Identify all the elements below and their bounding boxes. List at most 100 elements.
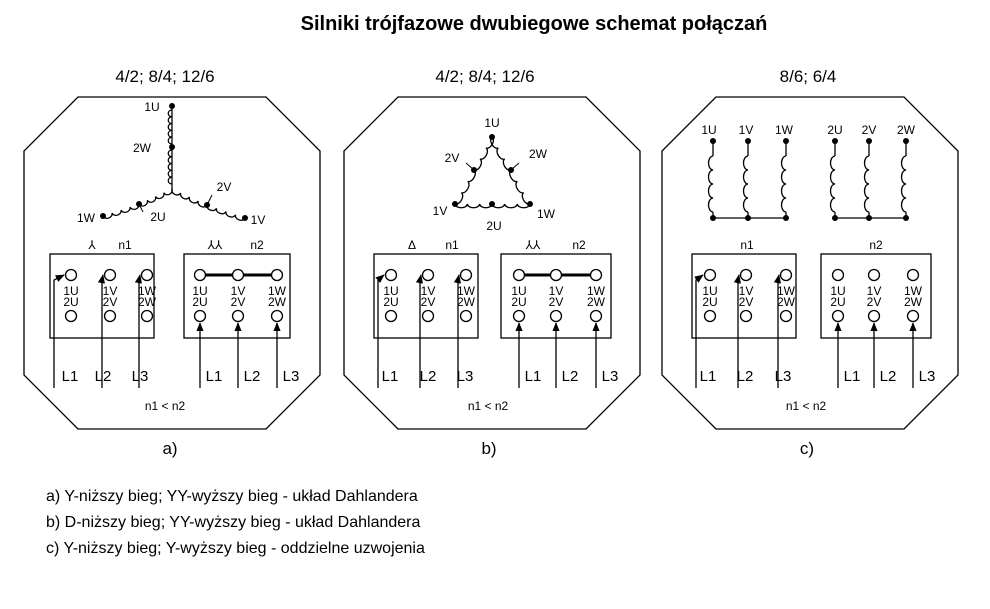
line-label: L3 <box>775 368 792 385</box>
feed-line <box>733 274 741 388</box>
panel-a-caption: a) <box>162 439 177 458</box>
winding-coil <box>454 169 477 205</box>
terminal-bottom <box>831 309 845 323</box>
winding-coil <box>102 203 140 220</box>
terminal-label-bottom: 2V <box>231 295 246 309</box>
terminal-bottom <box>231 309 245 323</box>
feed-line <box>134 274 142 388</box>
terminal-bottom <box>421 309 435 323</box>
terminal-label-top: 1W <box>268 284 287 298</box>
connection-symbol: ⅄⅄ <box>525 238 541 252</box>
winding-label: 2V <box>862 123 877 137</box>
panel-a: 4/2; 8/4; 12/6 a) n1 < n2 1U 2W 2V 1W 2U… <box>23 67 321 458</box>
winding-label: 2W <box>133 141 152 155</box>
line-label: L2 <box>420 368 437 385</box>
panel-c: 8/6; 6/4 c) n1 < n2 1U 1V 1W 2U 2V 2W n1… <box>661 67 959 458</box>
line-label: L1 <box>206 368 223 385</box>
terminal-dot <box>710 138 716 144</box>
terminal-top <box>779 268 793 282</box>
wire <box>206 194 213 206</box>
terminal-dot <box>242 215 248 221</box>
line-label: L3 <box>283 368 300 385</box>
terminal-top <box>459 268 473 282</box>
legend: a) Y-niższy bieg; YY-wyższy bieg - układ… <box>46 484 425 562</box>
terminal-dot <box>866 138 872 144</box>
winding-label: 2V <box>445 151 460 165</box>
terminal-label-top: 1U <box>511 284 526 298</box>
winding-label: 2U <box>150 210 165 224</box>
terminal-bottom <box>64 309 78 323</box>
terminal-bottom <box>459 309 473 323</box>
terminal-box <box>183 253 291 339</box>
terminal-top <box>231 268 245 282</box>
panel-b-spec: 4/2; 8/4; 12/6 <box>435 67 534 86</box>
terminal-dot <box>169 103 175 109</box>
terminal-box <box>373 253 479 339</box>
feed-line <box>97 274 105 388</box>
line-label: L3 <box>132 368 149 385</box>
line-label: L1 <box>525 368 542 385</box>
connection-symbol: ⅄ <box>87 238 96 252</box>
winding-label: 1U <box>701 123 716 137</box>
page-title: Silniki trójfazowe dwubiegowe schemat po… <box>301 13 768 35</box>
terminal-top <box>703 268 717 282</box>
winding-label: 2W <box>529 147 548 161</box>
terminal-label-bottom: 2W <box>587 295 606 309</box>
terminal-label-top: 1V <box>867 284 882 298</box>
terminal-label-bottom: 2W <box>268 295 287 309</box>
panel-b: 4/2; 8/4; 12/6 b) n1 < n2 1U 2V 2W 1V 2U… <box>343 67 641 458</box>
line-label: L3 <box>602 368 619 385</box>
terminal-top <box>64 268 78 282</box>
winding-coil <box>167 109 173 145</box>
line-label: L2 <box>737 368 754 385</box>
terminal-label-bottom: 2V <box>867 295 882 309</box>
winding-label: 1W <box>537 207 556 221</box>
feed-line <box>773 274 781 388</box>
wire <box>465 162 475 171</box>
line-label: L3 <box>919 368 936 385</box>
terminal-dot <box>903 138 909 144</box>
speed-label: n2 <box>250 238 264 252</box>
terminal-label-bottom: 2U <box>702 295 717 309</box>
feed-line <box>53 274 65 388</box>
winding-coil <box>900 155 907 213</box>
panel-b-frame <box>343 96 641 430</box>
terminal-top <box>549 268 563 282</box>
terminal-label-bottom: 2U <box>511 295 526 309</box>
terminal-label-bottom: 2U <box>830 295 845 309</box>
terminal-label-bottom: 2W <box>777 295 796 309</box>
winding-coil <box>138 188 173 207</box>
terminal-label-top: 1W <box>587 284 606 298</box>
winding-label: 2W <box>897 123 916 137</box>
connection-symbol: ⅄⅄ <box>207 238 223 252</box>
terminal-bottom <box>140 309 154 323</box>
terminal-dot <box>783 138 789 144</box>
winding-coil <box>707 155 714 213</box>
terminal-top <box>867 268 881 282</box>
winding-coil <box>780 155 787 213</box>
terminal-label-top: 1W <box>777 284 796 298</box>
feed-line <box>415 274 423 388</box>
terminal-label-top: 1V <box>103 284 118 298</box>
terminal-label-bottom: 2V <box>103 295 118 309</box>
speed-label: n2 <box>869 238 883 252</box>
winding-label: 1U <box>144 100 159 114</box>
terminal-bottom <box>867 309 881 323</box>
winding-coil <box>167 149 173 185</box>
legend-item-b: b) D-niższy bieg; YY-wyższy bieg - układ… <box>46 514 421 531</box>
terminal-box <box>820 253 932 339</box>
terminal-label-top: 1W <box>904 284 923 298</box>
terminal-bottom <box>703 309 717 323</box>
line-label: L3 <box>457 368 474 385</box>
terminal-label-top: 1U <box>63 284 78 298</box>
terminal-label-bottom: 2W <box>904 295 923 309</box>
terminal-dot <box>832 138 838 144</box>
terminal-label-bottom: 2U <box>383 295 398 309</box>
terminal-top <box>589 268 603 282</box>
terminal-dot <box>527 201 533 207</box>
terminal-bottom <box>384 309 398 323</box>
line-label: L1 <box>382 368 399 385</box>
terminal-top <box>103 268 117 282</box>
terminal-label-top: 1V <box>739 284 754 298</box>
winding-coil <box>863 155 870 213</box>
